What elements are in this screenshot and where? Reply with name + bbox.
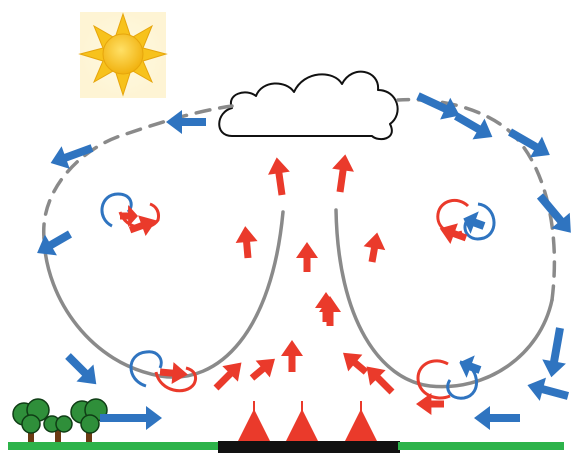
heat-triangle-icon — [286, 401, 318, 441]
red-arrow-icon — [359, 359, 400, 400]
red-arrow-icon — [245, 350, 282, 386]
blue-arrow-icon — [60, 348, 105, 393]
cloud-icon — [219, 72, 397, 139]
blue-arrow-icon — [31, 224, 76, 264]
red-arrow-icon — [336, 344, 373, 380]
red-arrow-icon — [234, 225, 259, 259]
blue-arrow-icon — [531, 188, 579, 240]
red-arrow-icon — [281, 340, 303, 372]
blue-arrow-icon — [524, 374, 571, 408]
blue-arrow-icon — [474, 406, 520, 430]
trees — [13, 399, 107, 442]
heat-triangle-icon — [345, 401, 377, 441]
tree-icon — [44, 416, 72, 442]
blue-arrow-icon — [100, 406, 162, 430]
right-inner-circulation — [336, 210, 552, 387]
red-arrow-icon — [329, 153, 356, 194]
ground — [8, 441, 564, 453]
red-arrow-icon — [120, 205, 138, 227]
circulation-paths — [44, 100, 555, 387]
heat-triangle-icon — [238, 401, 270, 441]
red-arrow-icon — [159, 361, 189, 385]
tree-icon — [13, 399, 49, 442]
blue-arrow-icon — [459, 207, 488, 237]
red-arrow-icon — [266, 156, 293, 197]
red-arrow-icon — [315, 292, 337, 322]
grass-right — [398, 442, 564, 450]
red-arrow-icon — [208, 355, 249, 396]
red-arrow-icon — [416, 393, 444, 415]
hot-surface — [218, 441, 400, 453]
blue-arrow-icon — [455, 351, 484, 381]
sun-icon — [80, 12, 166, 98]
blue-arrow-icon — [539, 326, 571, 379]
red-arrow-icon — [361, 231, 388, 264]
red-arrow-icon — [296, 242, 318, 272]
eddies — [102, 194, 494, 398]
grass-left — [8, 442, 220, 450]
